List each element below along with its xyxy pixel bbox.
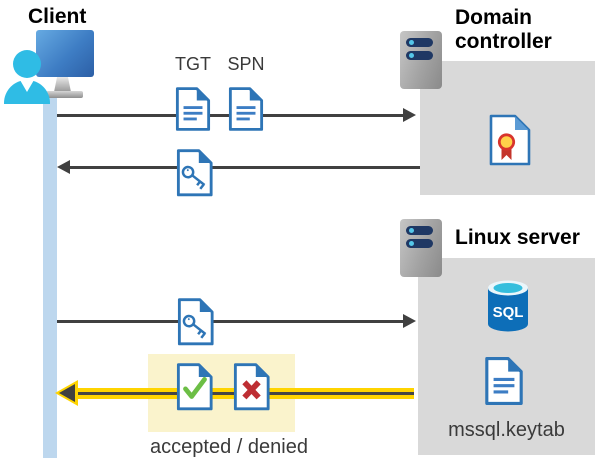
server-led <box>409 228 414 233</box>
arrow-linux-to-client-head <box>59 384 75 402</box>
tgt-document-icon <box>175 86 211 132</box>
server-bar <box>406 51 433 60</box>
server-led <box>409 40 414 45</box>
linux-server-icon <box>400 219 442 277</box>
result-caption: accepted / denied <box>150 436 308 458</box>
monitor-base <box>46 91 83 98</box>
arrow-dc-to-client-head <box>57 160 70 174</box>
arrow-client-to-linux-line <box>57 320 405 323</box>
person-collar <box>20 80 34 92</box>
client-label: Client <box>28 5 87 28</box>
service-ticket-key-icon <box>177 297 215 347</box>
server-bar <box>406 38 433 47</box>
keytab-filename-label: mssql.keytab <box>448 419 565 441</box>
monitor-stand <box>54 77 71 92</box>
tgt-label: TGT <box>175 54 211 74</box>
monitor-icon <box>36 30 94 77</box>
server-led <box>409 53 414 58</box>
keytab-document-icon <box>484 356 524 406</box>
certificate-icon <box>489 114 531 166</box>
server-bar <box>406 226 433 235</box>
sql-database-icon: SQL <box>486 280 530 334</box>
linux-server-label: Linux server <box>455 226 580 249</box>
arrow-client-to-dc-head <box>403 108 416 122</box>
arrow-dc-to-client-line <box>69 166 420 169</box>
sql-label: SQL <box>493 304 524 321</box>
denied-cross-document-icon <box>233 362 271 412</box>
arrow-client-to-linux-head <box>403 314 416 328</box>
domain-controller-server-icon <box>400 31 442 89</box>
domain-controller-label: Domain controller <box>455 6 552 53</box>
spn-document-icon <box>228 86 264 132</box>
client-lifeline <box>43 92 57 458</box>
service-ticket-key-icon <box>176 148 214 198</box>
server-led <box>409 241 414 246</box>
spn-label: SPN <box>227 54 265 74</box>
person-icon <box>13 50 41 78</box>
accepted-check-document-icon <box>176 362 214 412</box>
server-bar <box>406 239 433 248</box>
